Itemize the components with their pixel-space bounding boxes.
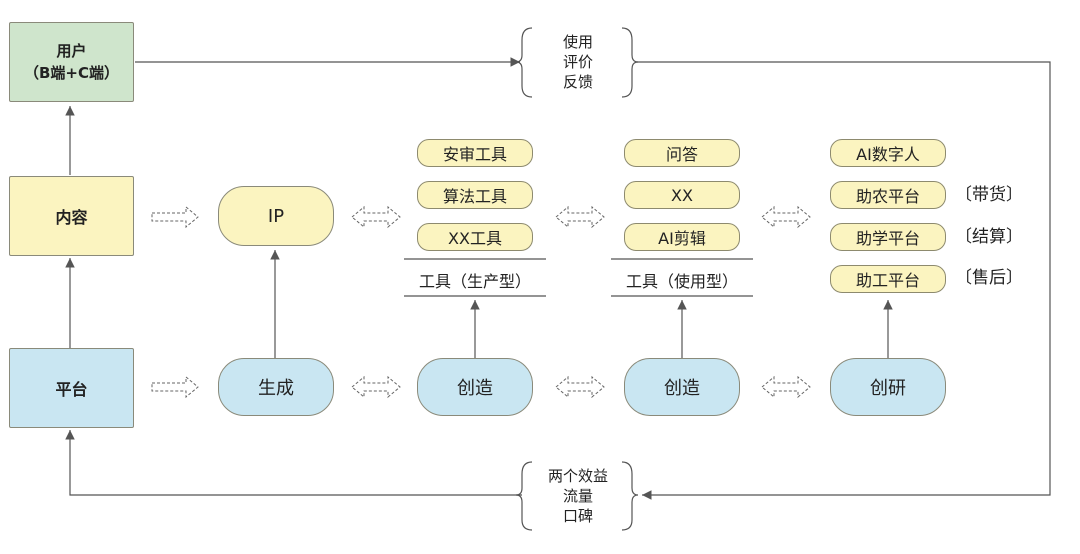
benefit-reputation: 口碑 (562, 507, 593, 525)
tool-algorithm: 算法工具 (417, 181, 533, 209)
platform-label: 助学平台 (855, 229, 920, 248)
tool-xx: XX工具 (417, 223, 533, 251)
ai-digital-human: AI数字人 (830, 139, 946, 167)
content-layer-label: 内容 (55, 208, 88, 227)
tool-label: XX (671, 185, 693, 205)
dashed-double-arrow-4 (351, 375, 401, 399)
research-label: 创研 (870, 378, 906, 399)
feedback-bottom: 两个效益 流量 口碑 (536, 466, 620, 526)
ip-node: IP (218, 186, 334, 246)
feedback-evaluate: 评价 (562, 53, 593, 71)
caption-production-tools: 工具（生产型） (418, 272, 531, 291)
tool-qa: 问答 (624, 139, 740, 167)
brace-left-top (515, 27, 533, 98)
platform-label: AI数字人 (856, 145, 920, 164)
tag-sales: 〔带货〕 (955, 185, 1023, 205)
content-layer-box: 内容 (9, 176, 134, 256)
user-layer-subtitle: （B端+C端） (23, 64, 119, 82)
tool-label: AI剪辑 (658, 229, 706, 248)
generate-node: 生成 (218, 358, 334, 416)
create-label-1: 创造 (457, 378, 493, 399)
brace-left-bottom (515, 461, 533, 531)
tag-settlement-label: 结算 (972, 227, 1006, 247)
dashed-double-arrow-6 (761, 375, 811, 399)
caption-usage-tools: 工具（使用型） (625, 272, 738, 291)
dashed-arrow-content-to-ip (151, 205, 199, 229)
research-node: 创研 (830, 358, 946, 416)
work-aid-platform: 助工平台 (830, 265, 946, 293)
platform-layer-box: 平台 (9, 348, 134, 428)
tag-sales-label: 带货 (972, 185, 1006, 205)
create-label-2: 创造 (664, 378, 700, 399)
dashed-double-arrow-1 (351, 205, 401, 229)
feedback-use: 使用 (562, 33, 593, 51)
feedback-feedback: 反馈 (562, 73, 593, 91)
feedback-top: 使用 评价 反馈 (540, 32, 616, 92)
tool-security-review: 安审工具 (417, 139, 533, 167)
benefit-title: 两个效益 (547, 467, 608, 485)
farm-aid-platform: 助农平台 (830, 181, 946, 209)
user-layer-box: 用户 （B端+C端） (9, 22, 134, 102)
dashed-arrow-platform-to-generate (151, 375, 199, 399)
tag-aftersales-label: 售后 (972, 268, 1006, 288)
tool-xx-2: XX (624, 181, 740, 209)
study-aid-platform: 助学平台 (830, 223, 946, 251)
loop-feedback-to-benefits (635, 61, 1051, 500)
create-node-1: 创造 (417, 358, 533, 416)
create-node-2: 创造 (624, 358, 740, 416)
platform-layer-label: 平台 (55, 380, 88, 399)
ip-label: IP (267, 205, 285, 227)
tag-aftersales: 〔售后〕 (955, 268, 1023, 288)
brace-right-top (621, 27, 639, 98)
brace-right-bottom (621, 461, 639, 531)
tag-settlement: 〔结算〕 (955, 227, 1023, 247)
dashed-double-arrow-3 (761, 205, 811, 229)
tool-label: 算法工具 (442, 187, 507, 206)
loop-benefits-to-platform (65, 430, 522, 496)
tool-ai-edit: AI剪辑 (624, 223, 740, 251)
tool-label: 安审工具 (442, 145, 507, 164)
generate-label: 生成 (258, 378, 294, 399)
dashed-double-arrow-2 (555, 205, 605, 229)
platform-label: 助工平台 (855, 271, 920, 290)
dashed-double-arrow-5 (555, 375, 605, 399)
tool-label: 问答 (665, 145, 698, 164)
user-layer-title: 用户 (56, 42, 87, 60)
tool-label: XX工具 (448, 229, 502, 248)
benefit-traffic: 流量 (562, 487, 593, 505)
platform-label: 助农平台 (855, 187, 920, 206)
